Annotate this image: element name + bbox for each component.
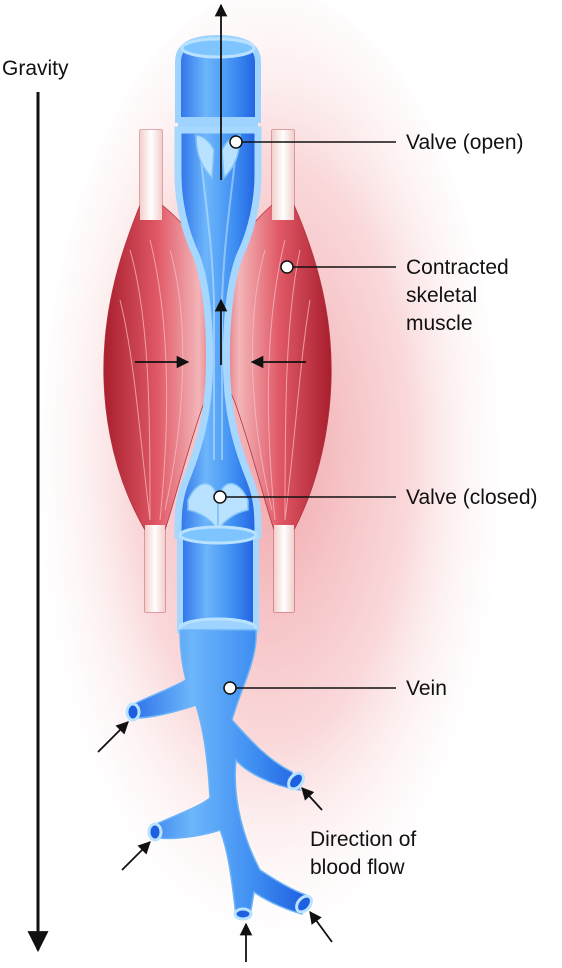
vein-lower-segment [177,525,259,639]
vein-dot [223,681,237,695]
vein-label: Vein [406,677,447,700]
flow-label-line-1: Direction of [310,828,416,851]
flow-arrow-branch-5 [309,910,333,943]
flow-arrow-branch-1 [97,721,129,753]
valve-closed-dot [213,490,227,504]
vein-branches [125,629,313,921]
gravity-label: Gravity [2,57,69,80]
valve-open-dot [229,135,243,149]
muscle-label-line-3: muscle [406,312,473,335]
muscle-label-line-2: skeletal [406,284,477,307]
muscle-dot [280,260,294,274]
muscle-label-line-1: Contracted [406,256,509,279]
vein-upper [175,34,261,130]
valve-closed-label: Valve (closed) [406,486,538,509]
flow-arrow-branch-3 [121,841,151,871]
flow-label-line-2: blood flow [310,856,405,879]
flow-arrow-branch-2 [301,787,323,811]
valve-open-label: Valve (open) [406,131,524,154]
flow-arrows [97,3,333,962]
leader-lines [220,141,396,689]
